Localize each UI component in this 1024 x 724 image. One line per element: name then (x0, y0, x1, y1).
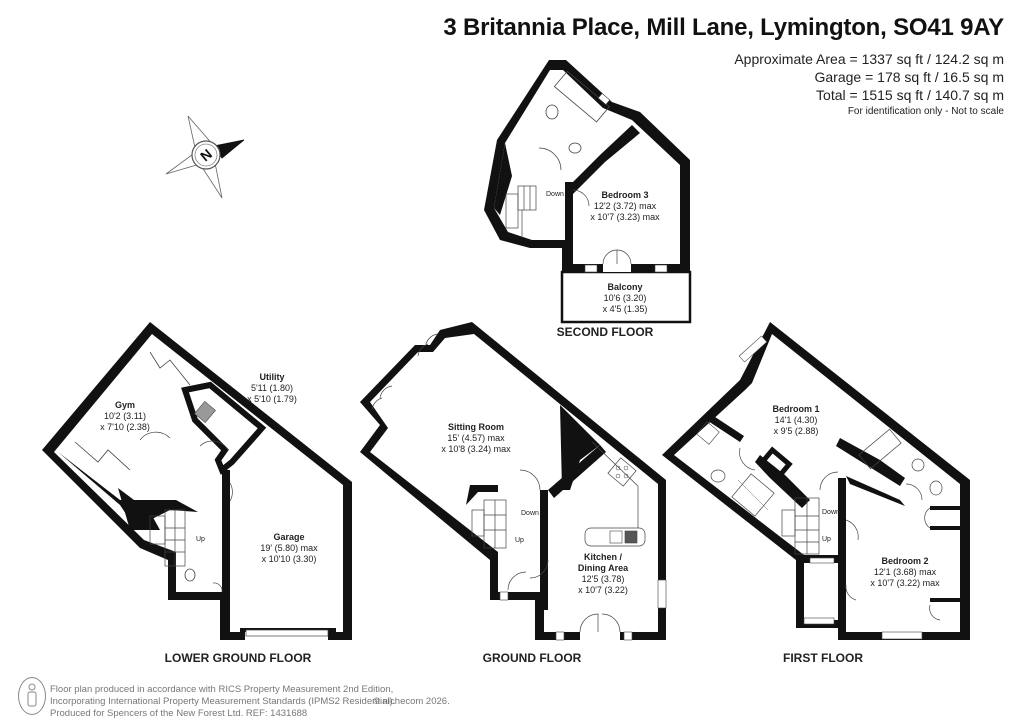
stairs-down-label: Down (546, 191, 564, 198)
first-floor-plan (662, 322, 970, 640)
footer-line-2: Incorporating International Property Mea… (50, 696, 396, 707)
compass-north-icon: N (165, 115, 245, 199)
property-address-title: 3 Britannia Place, Mill Lane, Lymington,… (443, 14, 1004, 41)
approximate-area: Approximate Area = 1337 sq ft / 124.2 sq… (734, 51, 1004, 67)
room-label-bedroom-1: Bedroom 1 14'1 (4.30) x 9'5 (2.88) (772, 404, 820, 436)
room-label-gym: Gym 10'2 (3.11) x 7'10 (2.38) (100, 400, 150, 432)
room-label-sitting-room: Sitting Room 15' (4.57) max x 10'8 (3.24… (441, 422, 511, 454)
stairs-down-label: Down (521, 510, 539, 517)
room-label-utility: Utility 5'11 (1.80) x 5'10 (1.79) (247, 372, 297, 404)
stairs-up-label: Up (515, 537, 524, 544)
footer-line-3: Produced for Spencers of the New Forest … (50, 708, 308, 719)
second-floor-plan (484, 60, 692, 324)
ground-floor-plan (360, 322, 667, 641)
floor-title-ground: GROUND FLOOR (482, 651, 582, 665)
area-summary: Approximate Area = 1337 sq ft / 124.2 sq… (734, 50, 1004, 104)
room-label-kitchen-dining: Kitchen / Dining Area 12'5 (3.78) x 10'7… (577, 552, 629, 595)
copyright-notice: © nichecom 2026. (373, 696, 450, 707)
room-label-balcony: Balcony 10'6 (3.20) x 4'5 (1.35) (602, 282, 648, 314)
garage-area: Garage = 178 sq ft / 16.5 sq m (814, 69, 1005, 85)
stairs-up-label: Up (822, 536, 831, 543)
floor-title-lower-ground: LOWER GROUND FLOOR (164, 651, 312, 665)
scale-disclaimer: For identification only - Not to scale (847, 106, 1004, 117)
total-area: Total = 1515 sq ft / 140.7 sq m (816, 87, 1004, 103)
floor-title-second: SECOND FLOOR (556, 325, 654, 339)
lower-ground-floor-plan (42, 322, 352, 640)
footer-line-1: Floor plan produced in accordance with R… (50, 684, 394, 695)
footer-notes: Floor plan produced in accordance with R… (50, 684, 395, 720)
floor-title-first: FIRST FLOOR (783, 651, 863, 665)
room-label-bedroom-2: Bedroom 2 12'1 (3.68) max x 10'7 (3.22) … (870, 556, 940, 588)
person-icon (18, 677, 46, 715)
stairs-down-label: Down (822, 509, 840, 516)
room-label-garage: Garage 19' (5.80) max x 10'10 (3.30) (260, 532, 318, 564)
room-label-bedroom-3: Bedroom 3 12'2 (3.72) max x 10'7 (3.23) … (590, 190, 660, 222)
stairs-up-label: Up (196, 536, 205, 543)
